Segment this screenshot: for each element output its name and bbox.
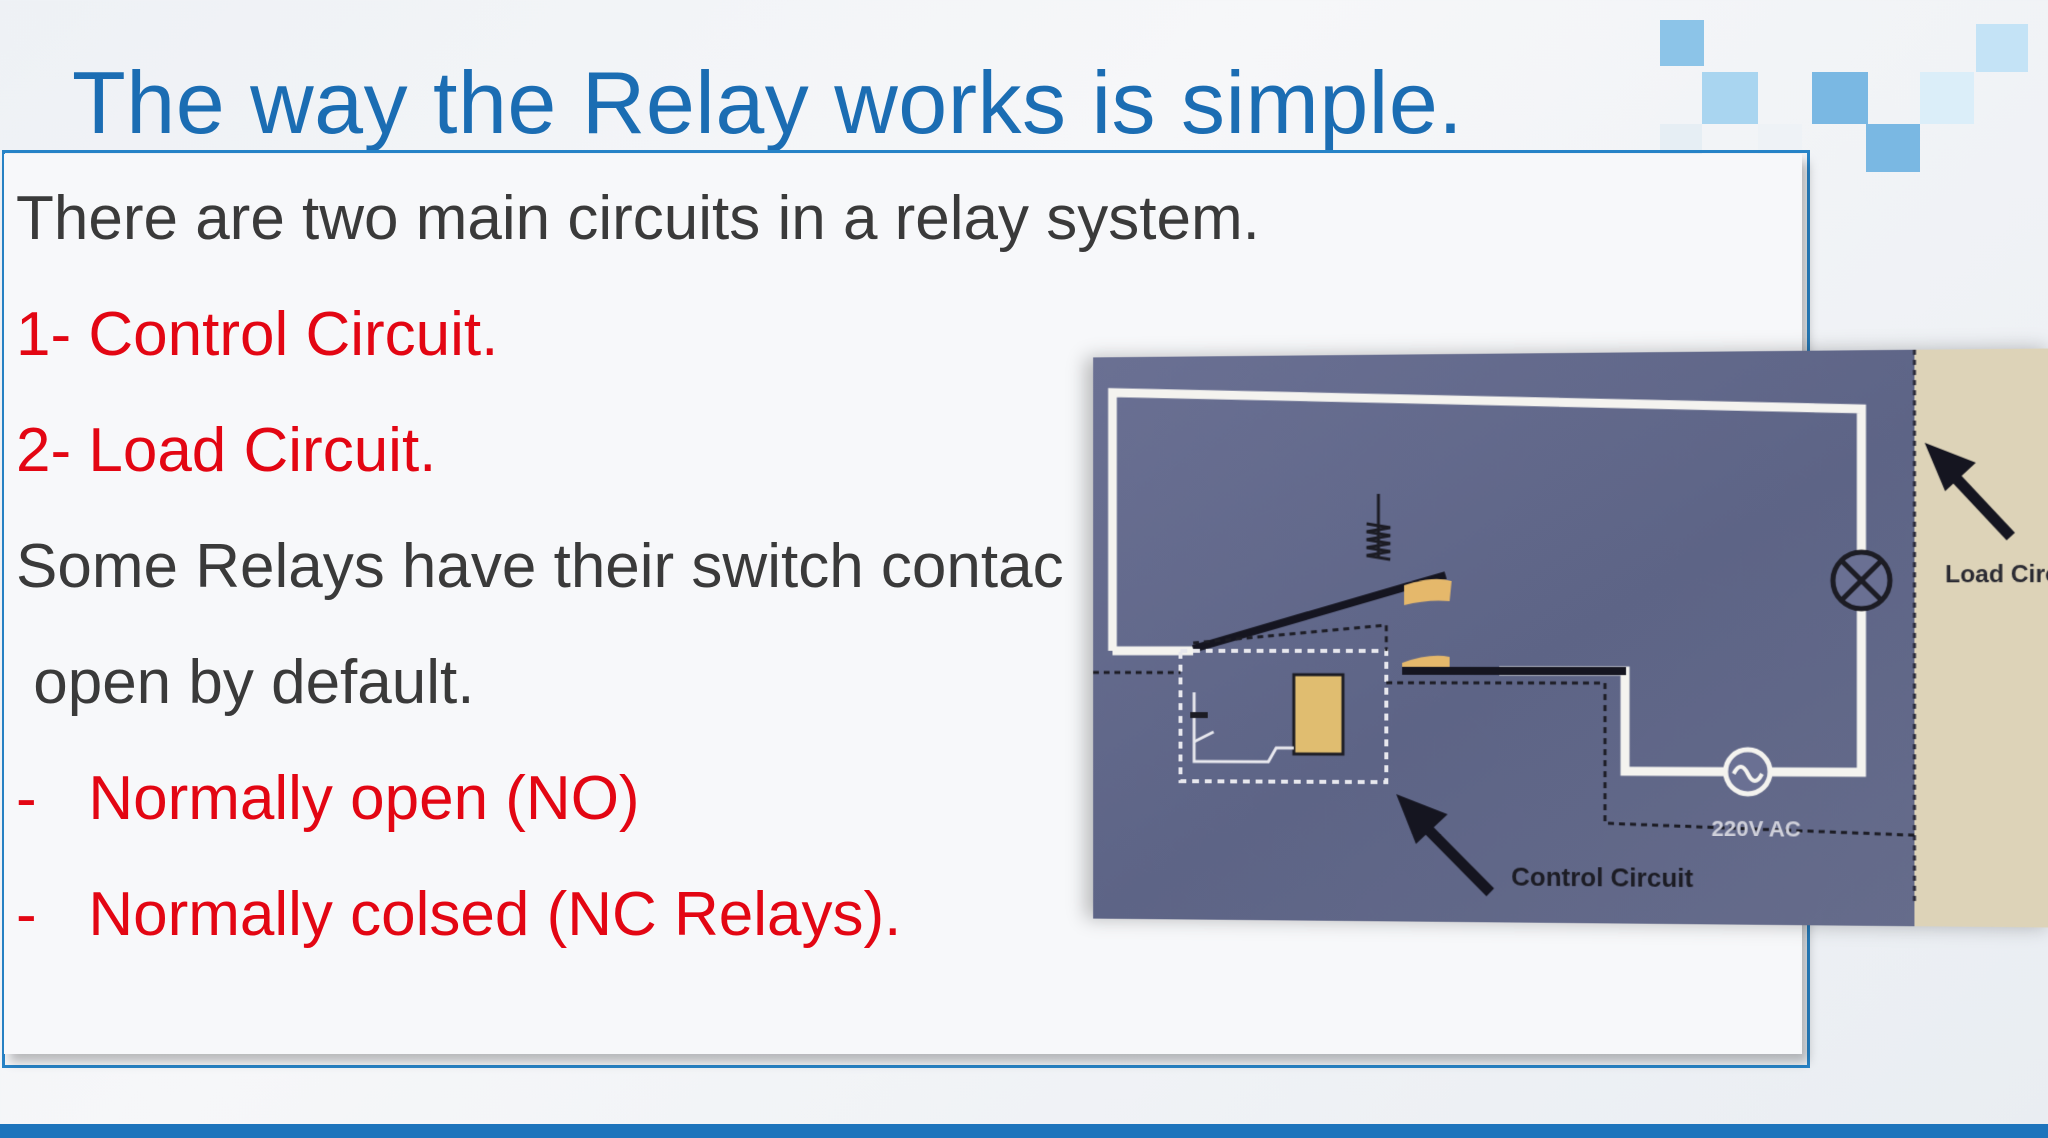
text-line-normally-open: - Normally open (NO): [16, 768, 640, 830]
text-line-switch-contacts: Some Relays have their switch contac: [16, 536, 1064, 598]
voltage-label: 220V AC: [1711, 816, 1801, 842]
control-circuit-label: Control Circuit: [1511, 863, 1693, 893]
lamp-icon: [1833, 552, 1890, 609]
relay-circuit-diagram: Load Circu Control Circuit 220V AC: [1093, 348, 2048, 927]
relay-circuit-photo: Load Circu Control Circuit 220V AC: [1093, 348, 2048, 927]
paper-edge: [1914, 348, 2048, 927]
text-line-load-circuit: 2- Load Circuit.: [16, 420, 436, 482]
ac-source-icon: [1726, 750, 1770, 794]
slide-title: The way the Relay works is simple.: [72, 52, 1463, 154]
relay-coil: [1294, 675, 1343, 754]
text-line-open-default: open by default.: [16, 652, 474, 714]
text-line-intro: There are two main circuits in a relay s…: [16, 188, 1260, 250]
bottom-accent-bar: [0, 1124, 2048, 1138]
load-circuit-label: Load Circu: [1945, 561, 2048, 589]
text-line-control-circuit: 1- Control Circuit.: [16, 304, 498, 366]
text-line-normally-closed: - Normally colsed (NC Relays).: [16, 884, 901, 946]
